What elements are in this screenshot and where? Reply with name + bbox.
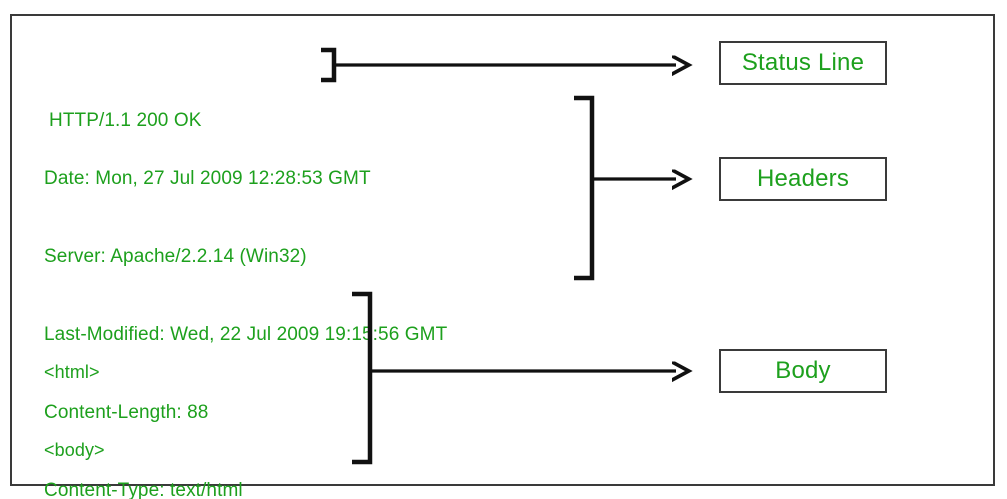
header-line-1: Server: Apache/2.2.14 (Win32) [44, 246, 307, 267]
header-line-0: Date: Mon, 27 Jul 2009 12:28:53 GMT [44, 168, 371, 189]
body-text-block: <html> <body> <h1>Hello, World!</h1> </b… [44, 307, 236, 499]
body-line-1: <body> [44, 440, 105, 460]
status-line-text-0: HTTP/1.1 200 OK [49, 110, 202, 131]
header-line-4: Content-Type: text/html [44, 480, 243, 499]
label-box-status-line: Status Line [719, 41, 887, 85]
label-box-body: Body [719, 349, 887, 393]
status-line-text-block: HTTP/1.1 200 OK [49, 56, 202, 186]
label-status-line-text: Status Line [741, 49, 865, 76]
label-box-headers: Headers [719, 157, 887, 201]
diagram-outer-frame [10, 14, 995, 486]
headers-text-block: Date: Mon, 27 Jul 2009 12:28:53 GMT Serv… [44, 114, 447, 499]
body-line-0: <html> [44, 362, 100, 382]
label-headers-text: Headers [756, 165, 850, 192]
header-line-3: Content-Length: 88 [44, 402, 209, 423]
header-line-2: Last-Modified: Wed, 22 Jul 2009 19:15:56… [44, 324, 448, 345]
label-body-text: Body [775, 357, 831, 384]
